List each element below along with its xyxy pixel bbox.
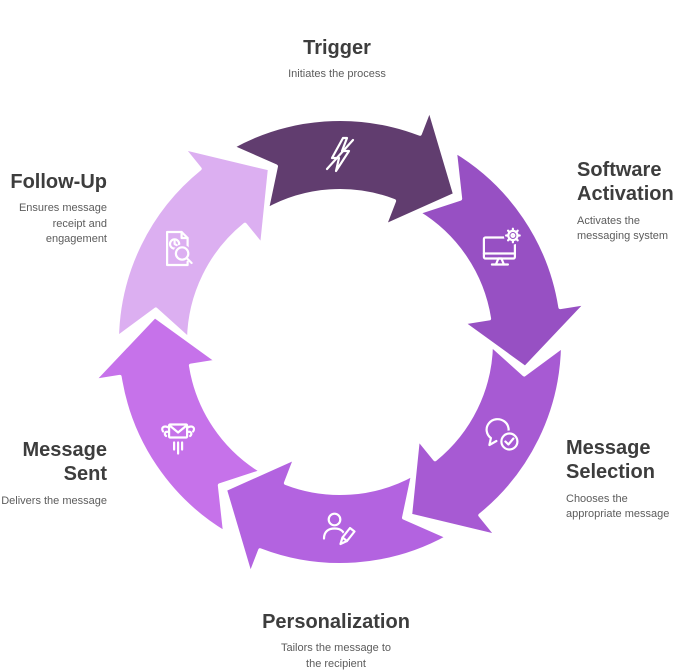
stage-label-trigger: Trigger Initiates the process bbox=[217, 36, 457, 83]
stage-title: Software Activation bbox=[577, 159, 674, 206]
stage-subtitle: Tailors the message to the recipient bbox=[280, 642, 392, 670]
segment-personalization bbox=[222, 455, 451, 578]
stage-label-software-activation: Software Activation Activates the messag… bbox=[577, 158, 696, 245]
stage-title: Trigger bbox=[303, 37, 371, 59]
stage-title: Follow-Up bbox=[10, 171, 107, 193]
stage-label-follow-up: Follow-Up Ensures message receipt and en… bbox=[0, 170, 107, 248]
stage-label-message-sent: Message Sent Delivers the message bbox=[0, 438, 107, 509]
stage-label-message-selection: Message Selection Chooses the appropriat… bbox=[566, 436, 696, 523]
stage-title: Message Sent bbox=[22, 439, 108, 486]
stage-subtitle: Ensures message receipt and engagement bbox=[18, 202, 107, 246]
stage-subtitle: Initiates the process bbox=[288, 68, 386, 81]
stage-title: Message Selection bbox=[566, 437, 655, 484]
stage-subtitle: Chooses the appropriate message bbox=[566, 492, 670, 521]
stage-title: Personalization bbox=[262, 611, 410, 633]
stage-subtitle: Activates the messaging system bbox=[577, 214, 669, 243]
segment-trigger bbox=[229, 106, 458, 229]
stage-label-personalization: Personalization Tailors the message to t… bbox=[216, 610, 456, 672]
stage-subtitle: Delivers the message bbox=[1, 494, 107, 507]
segment-message-selection bbox=[408, 342, 565, 539]
segment-follow-up bbox=[115, 145, 272, 342]
